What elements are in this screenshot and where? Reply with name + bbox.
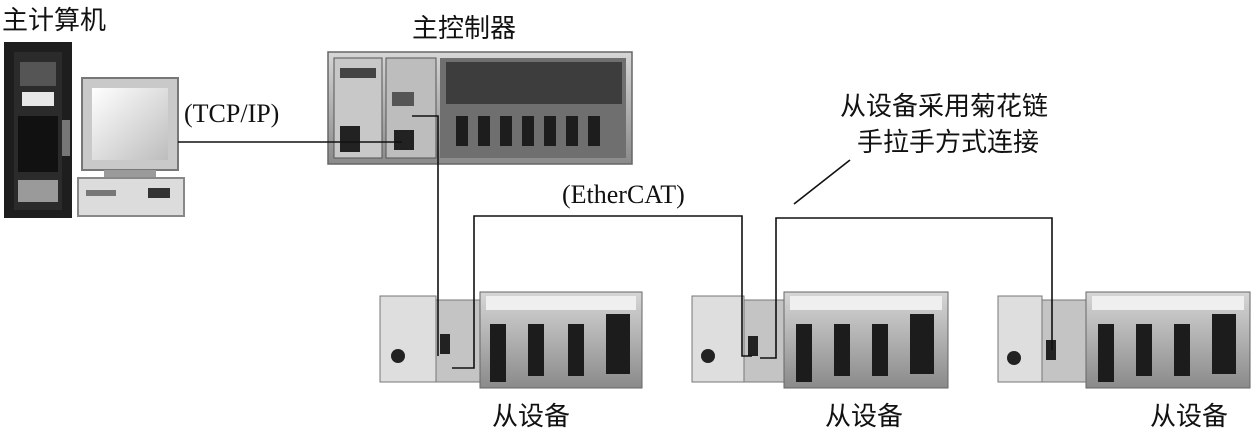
slave-device-2 xyxy=(692,292,948,388)
main-controller xyxy=(328,52,632,164)
slave-device-3 xyxy=(998,292,1250,388)
host-computer xyxy=(4,42,184,218)
daisy-chain-leader-line xyxy=(794,160,850,204)
slave-device-1 xyxy=(380,292,642,388)
